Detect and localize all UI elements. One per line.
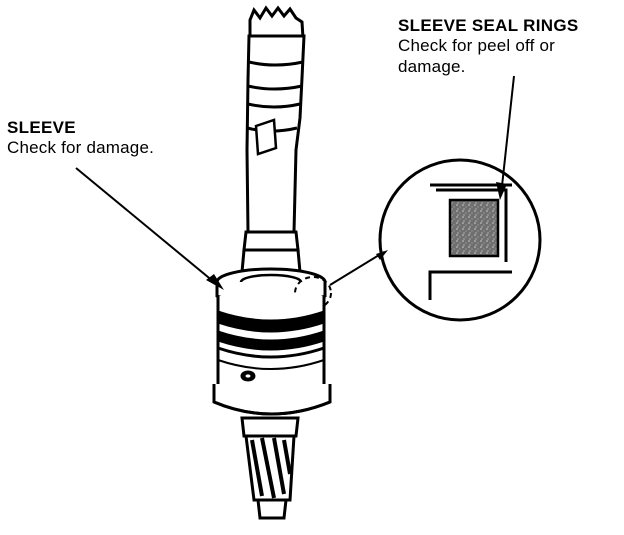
seal-rings-leader	[496, 75, 515, 200]
seal-ring-section	[448, 198, 500, 258]
sleeve-title: SLEEVE	[7, 118, 76, 137]
detail-marker	[294, 276, 332, 310]
shaft-lower	[240, 416, 300, 520]
sleeve-callout: SLEEVE Check for damage.	[7, 118, 154, 159]
seal-ring-detail	[378, 158, 542, 322]
seal-rings-callout: SLEEVE SEAL RINGS Check for peel off or …	[398, 16, 613, 77]
detail-connector	[329, 251, 385, 286]
seal-rings-description: Check for peel off or damage.	[398, 36, 555, 76]
sleeve-flange	[212, 384, 332, 416]
sleeve-description: Check for damage.	[7, 138, 155, 158]
seal-rings-title: SLEEVE SEAL RINGS	[398, 16, 579, 35]
sleeve-leader	[75, 167, 224, 290]
shaft-upper	[240, 5, 306, 274]
